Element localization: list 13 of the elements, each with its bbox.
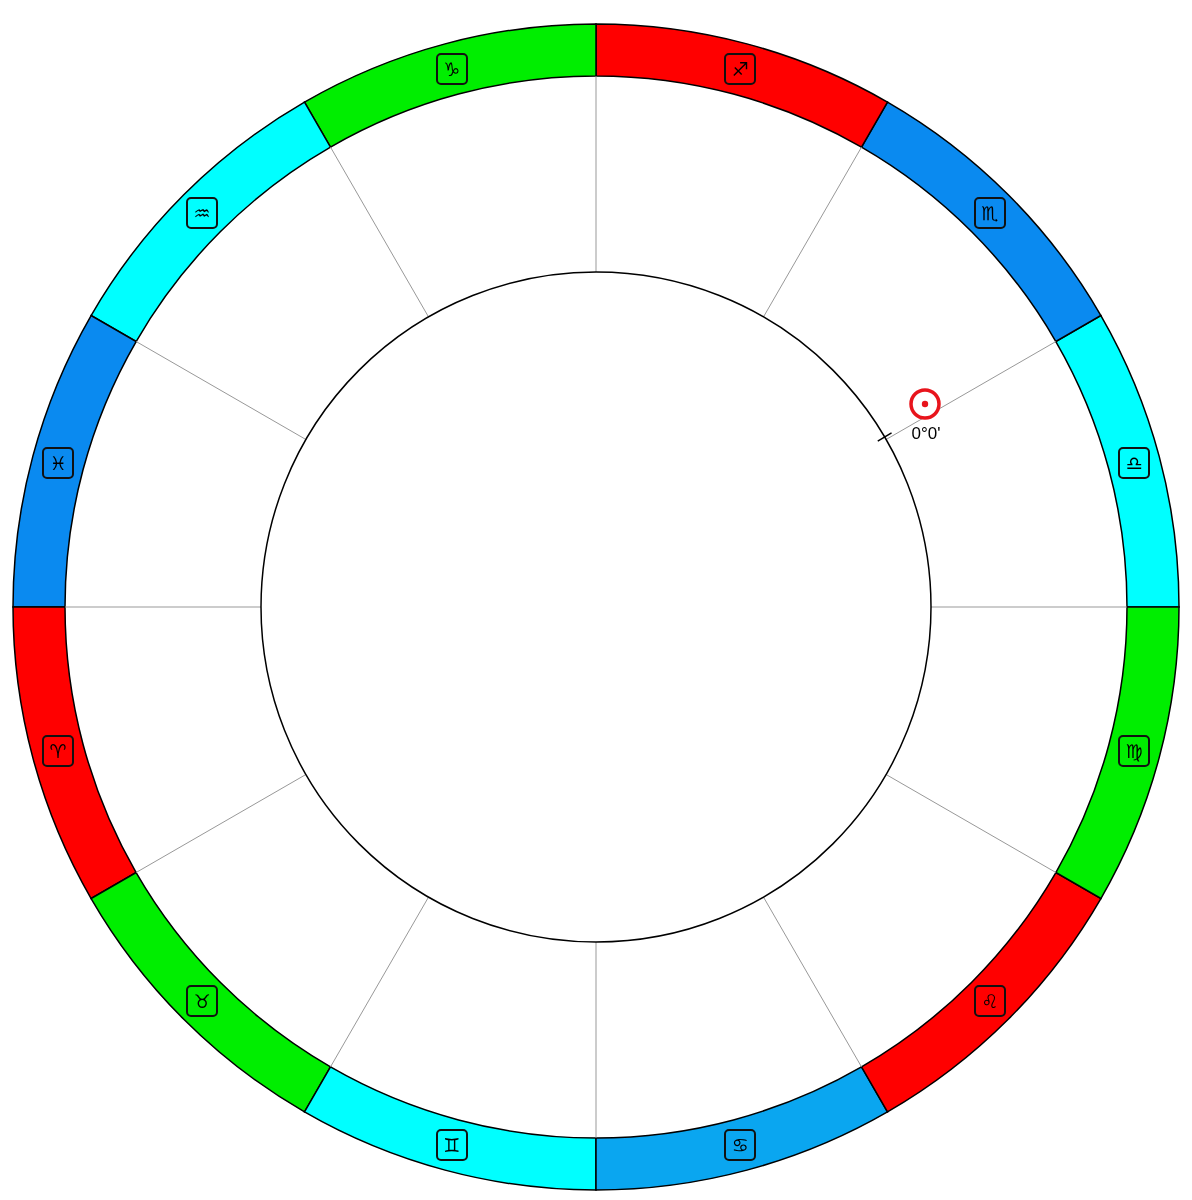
zodiac-sign: ♏ — [973, 197, 1006, 230]
zodiac-sign: ♉ — [186, 984, 219, 1017]
zodiac-sign: ♋ — [724, 1129, 757, 1161]
zodiac-sign: ♎ — [1118, 446, 1150, 479]
zodiac-sign: ♌ — [973, 984, 1006, 1017]
zodiac-sign: ♑ — [435, 52, 468, 85]
zodiac-sign: ♐ — [724, 52, 757, 85]
zodiac-sign: ♊ — [435, 1129, 468, 1161]
degree-label: 0°0' — [911, 424, 941, 444]
zodiac-sign: ♒ — [186, 197, 219, 230]
zodiac-sign: ♈ — [41, 735, 74, 768]
zodiac-sign: ♍ — [1118, 735, 1150, 768]
zodiac-sign: ♓ — [41, 446, 74, 479]
